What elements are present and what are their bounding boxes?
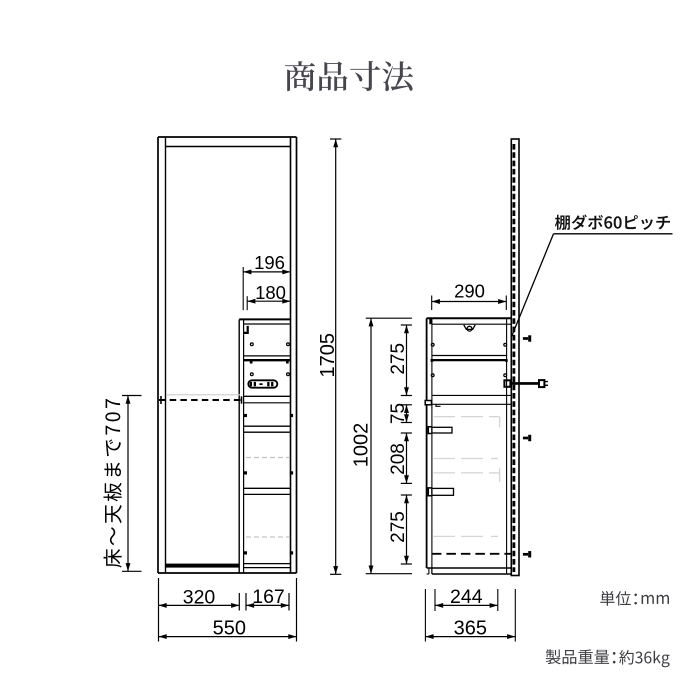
svg-text:208: 208 [388, 443, 409, 475]
svg-text:244: 244 [450, 586, 483, 608]
svg-text:550: 550 [213, 617, 246, 639]
svg-text:75: 75 [388, 403, 409, 424]
svg-text:275: 275 [388, 511, 409, 543]
svg-text:275: 275 [388, 343, 409, 375]
svg-text:180: 180 [255, 282, 286, 303]
svg-text:320: 320 [183, 586, 216, 608]
svg-text:167: 167 [252, 586, 285, 608]
svg-text:1705: 1705 [317, 333, 339, 378]
svg-text:196: 196 [254, 252, 285, 273]
svg-text:290: 290 [454, 280, 485, 301]
svg-text:1002: 1002 [351, 423, 373, 468]
svg-text:365: 365 [454, 617, 487, 639]
